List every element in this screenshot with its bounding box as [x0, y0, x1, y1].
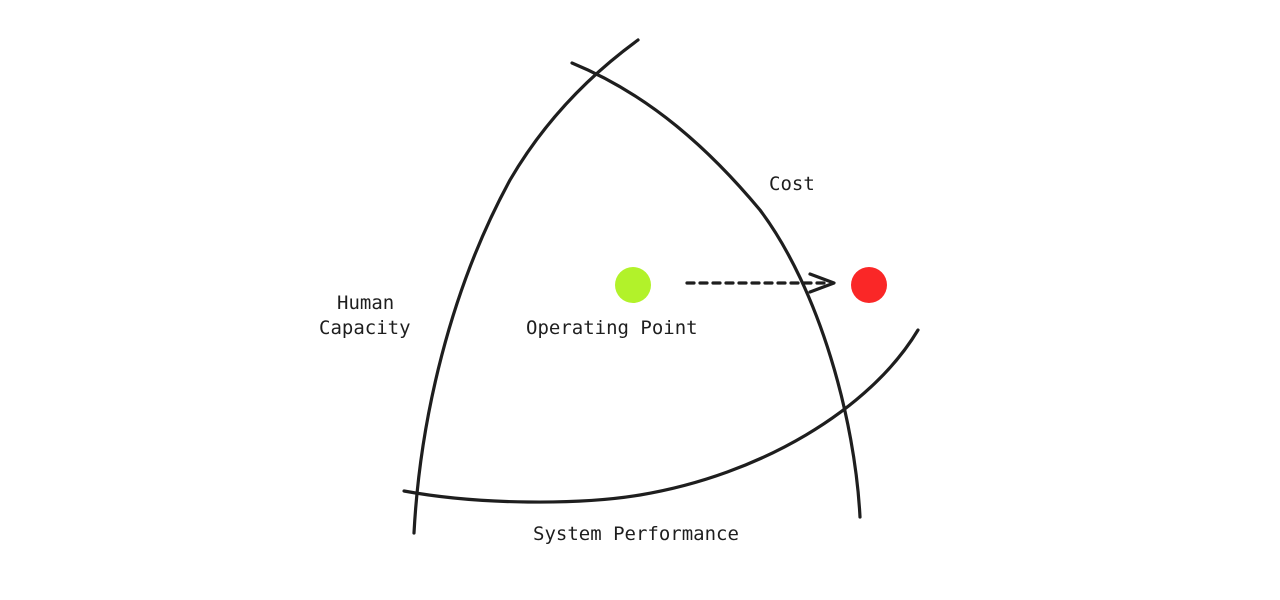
shift-arrow-head: [808, 272, 836, 294]
human-capacity-label-line2: Capacity: [319, 317, 411, 339]
system-performance-curve: [402, 328, 920, 504]
operating-point-marker: [615, 267, 651, 303]
human-capacity-label-line1: Human: [337, 292, 394, 314]
operating-point-label: Operating Point: [526, 317, 698, 339]
cost-curve: [570, 61, 862, 519]
human-capacity-curve: [412, 38, 640, 535]
target-point-marker: [851, 267, 887, 303]
system-performance-label: System Performance: [533, 523, 739, 545]
cost-label: Cost: [769, 173, 815, 195]
